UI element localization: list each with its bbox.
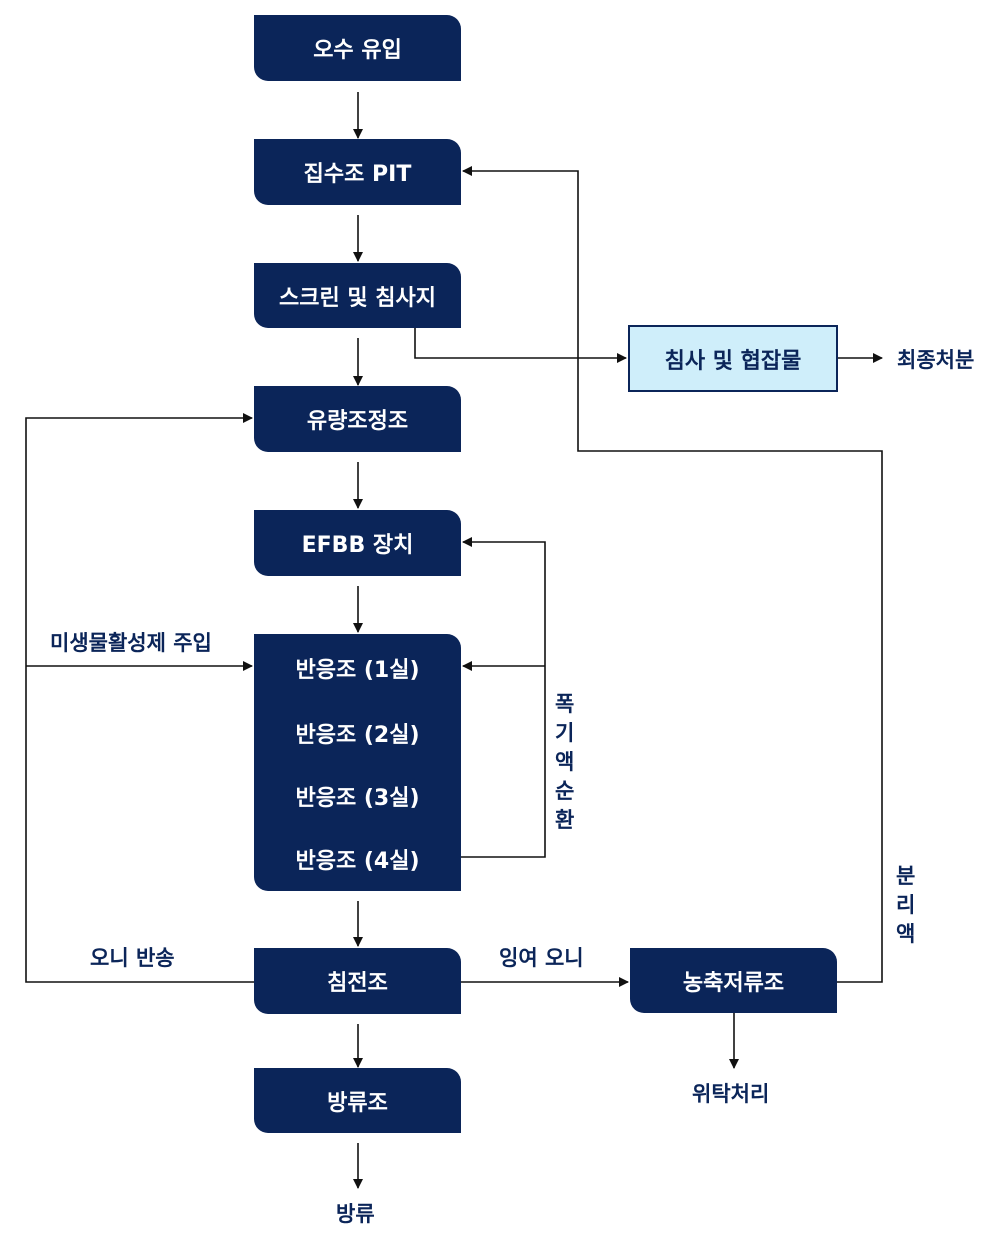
label-final-disposal: 최종처분 — [897, 348, 975, 372]
node-screen: 스크린 및 침사지 — [254, 263, 461, 328]
label-char: 환 — [555, 808, 575, 832]
label-char: 리 — [896, 893, 916, 917]
label-char: 기 — [555, 721, 575, 745]
reactor-2-label: 반응조 (2실) — [295, 723, 420, 748]
label-excess-sludge: 잉여 오니 — [499, 946, 584, 970]
label-char: 분 — [896, 864, 916, 888]
node-inflow: 오수 유입 — [254, 15, 461, 81]
node-thickener: 농축저류조 — [630, 948, 837, 1013]
node-reactor-group: 반응조 (1실) 반응조 (2실) 반응조 (3실) 반응조 (4실) — [254, 634, 461, 891]
line-aeration-recirculation — [461, 537, 546, 858]
label-outsourcing: 위탁처리 — [692, 1082, 770, 1106]
node-grit: 침사 및 협잡물 — [628, 325, 838, 392]
label-char: 액 — [555, 750, 575, 774]
arrow-screen-grit — [414, 328, 627, 363]
arrow-thickener-pit — [462, 166, 883, 983]
node-equalization: 유량조정조 — [254, 386, 461, 452]
label-sludge-return: 오니 반송 — [90, 946, 175, 970]
reactor-3-label: 반응조 (3실) — [295, 786, 420, 811]
label-aeration-recirculation: 폭 기 액 순 환 — [555, 690, 574, 835]
label-discharge: 방류 — [336, 1202, 375, 1226]
node-discharge-tank: 방류조 — [254, 1068, 461, 1133]
label-char: 폭 — [555, 692, 575, 716]
label-char: 액 — [896, 922, 916, 946]
node-pit: 집수조 PIT — [254, 139, 461, 205]
label-char: 순 — [555, 779, 575, 803]
node-settling: 침전조 — [254, 948, 461, 1014]
reactor-1-label: 반응조 (1실) — [295, 658, 420, 683]
node-efbb: EFBB 장치 — [254, 510, 461, 576]
label-separated-liquid: 분 리 액 — [896, 862, 915, 949]
line-sludge-return — [25, 413, 254, 983]
reactor-4-label: 반응조 (4실) — [295, 849, 420, 874]
label-microbe-injection: 미생물활성제 주입 — [50, 631, 212, 655]
